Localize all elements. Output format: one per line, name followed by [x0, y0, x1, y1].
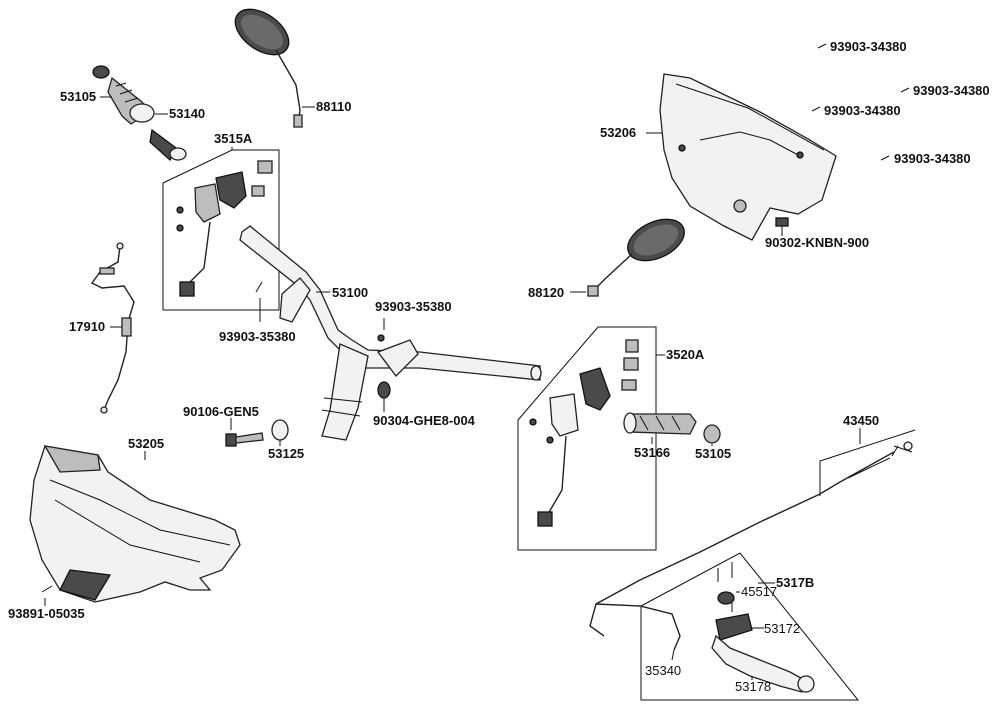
- screw-93903-34380-c: [811, 106, 821, 112]
- label-3520A: 3520A: [666, 347, 705, 362]
- label-53206: 53206: [600, 125, 636, 140]
- label-45517: 45517: [741, 584, 777, 599]
- label-53125: 53125: [268, 446, 304, 461]
- label-43450: 43450: [843, 413, 879, 428]
- screw-90302-part: [775, 217, 789, 236]
- screw-93903-35380-a: [255, 281, 263, 293]
- front-cover-53205-part: [29, 445, 241, 603]
- screw-93903-34380-d: [880, 155, 890, 161]
- label-17910: 17910: [69, 319, 105, 334]
- mirror-right-part: [587, 218, 685, 297]
- label-3515A: 3515A: [214, 131, 253, 146]
- label-35340: 35340: [645, 663, 681, 678]
- nut-90304-part: [377, 381, 391, 399]
- box-3515A: [162, 149, 280, 311]
- label-90302-KNBN-900: 90302-KNBN-900: [765, 235, 869, 250]
- lever-assembly-part: [595, 562, 815, 693]
- grip-left-part: [92, 65, 187, 162]
- switch-right-part: [529, 339, 639, 527]
- label-93903-35380-b: 93903-35380: [375, 299, 452, 314]
- box-5317B: [640, 552, 860, 701]
- label-53172: 53172: [764, 621, 800, 636]
- grip-right-part: [623, 412, 721, 444]
- box-3520A: [517, 326, 657, 551]
- label-53166: 53166: [634, 445, 670, 460]
- label-53100: 53100: [332, 285, 368, 300]
- label-93903-34380-a: 93903-34380: [830, 39, 907, 54]
- handle-cover-53206-part: [659, 73, 837, 241]
- label-53205: 53205: [128, 436, 164, 451]
- label-93903-34380-b: 93903-34380: [913, 83, 990, 98]
- label-53105-left: 53105: [60, 89, 96, 104]
- label-88120: 88120: [528, 285, 564, 300]
- label-90304-GHE8-004: 90304-GHE8-004: [373, 413, 476, 428]
- label-53140: 53140: [169, 106, 205, 121]
- collar-53125-part: [271, 419, 289, 441]
- handlebar-part: [239, 225, 542, 441]
- label-93903-34380-c: 93903-34380: [824, 103, 901, 118]
- bolt-90106-part: [225, 432, 264, 447]
- screw-93903-34380-a: [817, 43, 827, 49]
- screw-93903-34380-b: [900, 87, 910, 93]
- label-93903-34380-d: 93903-34380: [894, 151, 971, 166]
- box-43450: [819, 429, 916, 496]
- label-90106-GEN5: 90106-GEN5: [183, 404, 259, 419]
- label-53178: 53178: [735, 679, 771, 694]
- label-93903-35380-a: 93903-35380: [219, 329, 296, 344]
- cable-43450-part: [589, 441, 913, 637]
- label-53105-right: 53105: [695, 446, 731, 461]
- label-88110: 88110: [316, 99, 351, 114]
- label-5317B: 5317B: [776, 575, 814, 590]
- screw-93891-part: [41, 585, 53, 593]
- switch-left-part: [176, 160, 273, 297]
- label-93891-05035: 93891-05035: [8, 606, 85, 621]
- screw-93903-35380-b: [377, 334, 385, 342]
- mirror-left-part: [234, 8, 303, 128]
- cable-17910-part: [90, 242, 135, 414]
